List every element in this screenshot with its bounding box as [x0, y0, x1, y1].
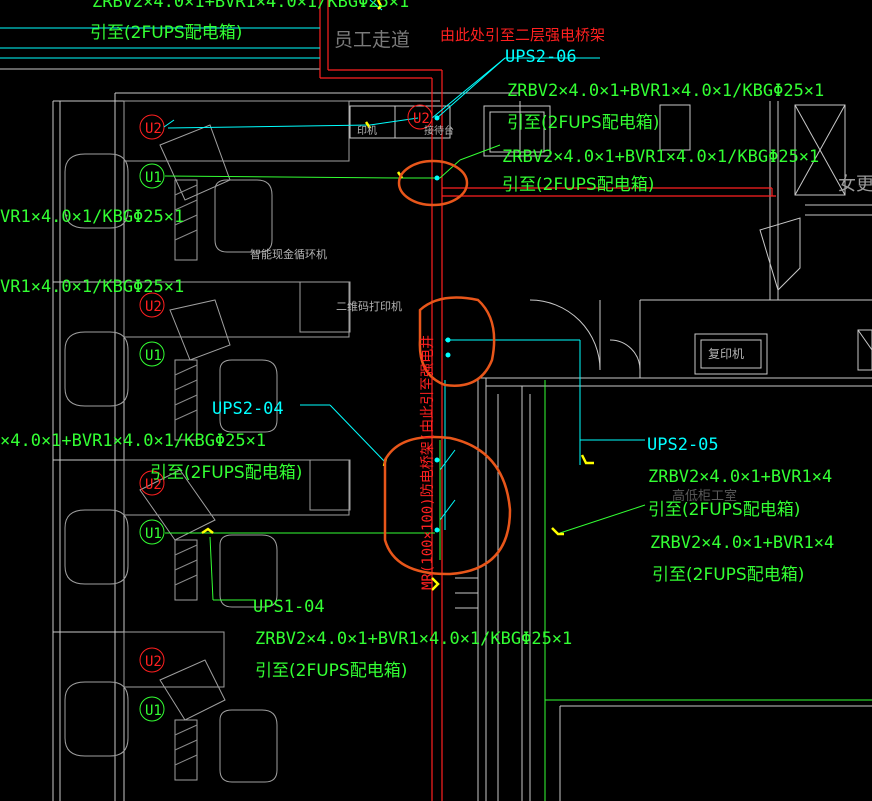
svg-text:U2: U2 [145, 654, 162, 670]
svg-text:U2: U2 [145, 477, 162, 493]
workstations [64, 100, 351, 783]
svg-text:U1: U1 [145, 170, 162, 186]
cable-spec: ZRBV2×4.0×1+BVR1×4.0×1/KBGΦ25×1 [502, 147, 819, 167]
cable-spec: ZRBV2×4.0×1+BVR1×4 [648, 467, 832, 487]
label-ups2-05: UPS2-05 [647, 435, 719, 455]
red-routing-note: 由此处引至二层强电桥架 [440, 26, 605, 44]
top-lead-text: 引至(2FUPS配电箱) [90, 23, 242, 43]
label-ups2-04: UPS2-04 [212, 399, 284, 419]
outlet-u2: U2 [407, 104, 433, 130]
cable-spec: ZRBV2×4.0×1+BVR1×4 [650, 533, 834, 553]
label-ups1-04: UPS1-04 [253, 597, 325, 617]
equipment-label: 二维码打印机 [336, 299, 402, 313]
cable-spec: VR1×4.0×1/KBGΦ25×1 [0, 207, 184, 227]
lead-text: 引至(2FUPS配电箱) [150, 463, 302, 483]
outlet-u2: U2 [139, 470, 165, 496]
label-ups2-06: UPS2-06 [505, 47, 577, 67]
lead-text: 引至(2FUPS配电箱) [652, 565, 804, 585]
svg-text:U2: U2 [145, 121, 162, 137]
corridor-label: 员工走道 [334, 29, 410, 51]
lead-text: 引至(2FUPS配电箱) [255, 661, 407, 681]
equipment-label: 复印机 [708, 347, 744, 361]
cable-spec: VR1×4.0×1/KBGΦ25×1 [0, 277, 184, 297]
junction-points [434, 115, 451, 533]
cable-spec: ×4.0×1+BVR1×4.0×1/KBGΦ25×1 [0, 431, 266, 451]
room-label: 女更 [838, 174, 872, 195]
svg-text:U1: U1 [145, 348, 162, 364]
outlet-u2: U2 [139, 114, 175, 140]
lead-text: 引至(2FUPS配电箱) [502, 175, 654, 195]
equipment-label: 智能现金循环机 [250, 247, 327, 261]
cable-spec: ZRBV2×4.0×1+BVR1×4.0×1/KBGΦ25×1 [255, 629, 572, 649]
top-cable-text: ZRBV2×4.0×1+BVR1×4.0×1/KBGΦ25×1 [92, 0, 409, 12]
lead-text: 引至(2FUPS配电箱) [507, 113, 659, 133]
svg-text:U1: U1 [145, 526, 162, 542]
svg-text:U2: U2 [413, 111, 430, 127]
outlet-u1: U1 [139, 519, 165, 545]
outlet-u1: U1 [139, 341, 165, 367]
svg-text:U1: U1 [145, 703, 162, 719]
cable-tray [319, 0, 776, 801]
room-label: 高低柜工室 [672, 488, 737, 504]
power-wiring [0, 0, 645, 530]
equipment-label: 接待台 [424, 124, 454, 137]
review-markup [383, 159, 512, 576]
svg-text:U2: U2 [145, 299, 162, 315]
equipment-label: 印机 [357, 124, 377, 137]
hatch-pattern [174, 184, 198, 766]
outlet-u2: U2 [139, 647, 165, 673]
lead-text: 引至(2FUPS配电箱) [648, 500, 800, 520]
ups-wiring [164, 144, 872, 801]
outlet-u1: U1 [139, 696, 165, 722]
cable-spec: ZRBV2×4.0×1+BVR1×4.0×1/KBGΦ25×1 [507, 81, 824, 101]
tray-label: MR(100×100)防电桥架(由此引至强电井 [420, 335, 436, 590]
outlet-u1: U1 [139, 163, 165, 189]
outlet-u2: U2 [139, 292, 165, 318]
